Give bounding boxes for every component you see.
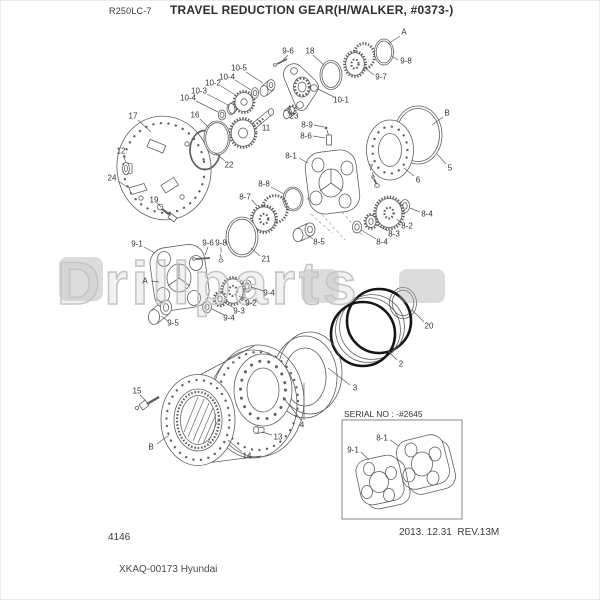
pin-8-6: [324, 126, 332, 146]
ring-gear-2: [329, 287, 413, 368]
carrier-9-1: [149, 244, 210, 311]
coupling-8-1: [396, 434, 456, 495]
pin-9-8-lower: [218, 253, 224, 263]
revision-date: 2013. 12.31 REV.13M: [399, 527, 500, 538]
bearing-6: [366, 119, 414, 181]
serial-number-label: SERIAL NO : -#2645: [344, 409, 423, 419]
bolt-7: [371, 175, 380, 188]
cylinder-8-5: [292, 222, 316, 242]
page-number: 4146: [108, 532, 131, 543]
sun-gear-8-7: [250, 194, 289, 234]
carrier-plate-10-1: [283, 63, 319, 111]
ring-8-8: [282, 186, 304, 212]
pin-9-6-top: [273, 58, 288, 67]
cylinder-9-5: [147, 299, 172, 325]
ring-16: [203, 120, 231, 156]
bolt-15: [134, 395, 160, 411]
plug-12: [122, 161, 133, 176]
part-code-footer: XKAQ-00173 Hyundai: [119, 564, 218, 575]
ring-18: [319, 60, 343, 90]
gear-9-7: [343, 42, 376, 78]
pin-23: [282, 104, 297, 120]
ring-9-8: [374, 38, 394, 66]
serial-box: [341, 419, 463, 520]
page-title: TRAVEL REDUCTION GEAR(H/WALKER, #0373-): [170, 3, 454, 17]
ring-21: [225, 216, 259, 258]
gearset-9-2: [202, 276, 252, 314]
model-code: R250LC-7: [109, 6, 152, 16]
housing-14: [160, 344, 305, 466]
bearing-4: [233, 353, 293, 427]
shim-24: [128, 183, 148, 195]
coupling-9-1: [355, 454, 411, 510]
gearset-8-2: [351, 195, 410, 234]
pin-9-6-lower: [192, 257, 211, 261]
carrier-8-1: [304, 149, 361, 215]
plug-13: [252, 426, 265, 434]
